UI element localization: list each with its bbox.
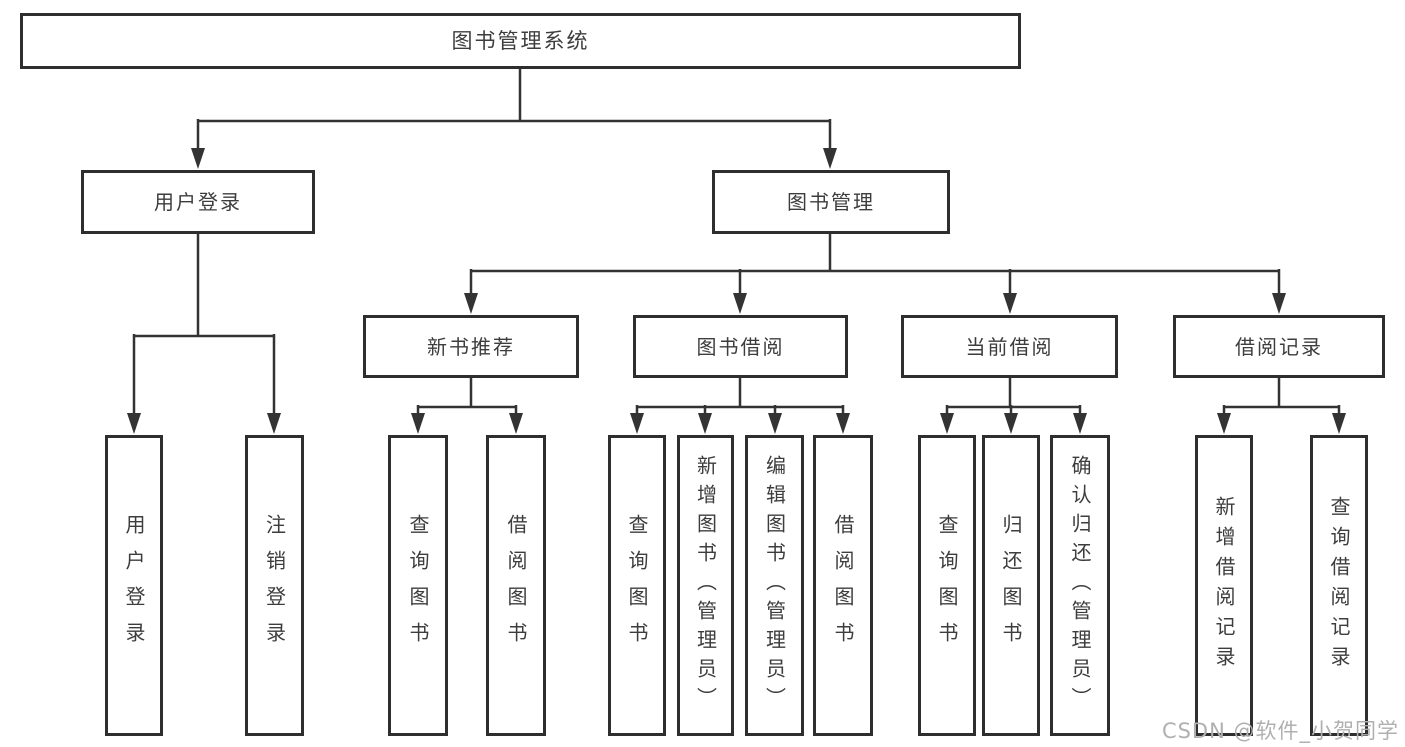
node-book-management-label: 图书管理	[787, 190, 875, 214]
leaf-bb-edit-books-admin: 编辑图书（管理员）	[745, 435, 804, 736]
leaf-cb-return-books: 归还图书	[982, 435, 1040, 736]
node-root: 图书管理系统	[20, 13, 1021, 69]
node-current-borrowing-label: 当前借阅	[965, 334, 1054, 359]
leaf-bb-borrow-books-label: 借阅图书	[831, 513, 855, 658]
leaf-br-query-borrow-record: 查询借阅记录	[1310, 435, 1368, 736]
leaf-br-add-borrow-record-label: 新增借阅记录	[1212, 495, 1236, 676]
leaf-cb-confirm-return-admin-label: 确认归还（管理员）	[1068, 455, 1092, 716]
leaf-bb-add-books-admin: 新增图书（管理员）	[677, 435, 734, 736]
leaf-bb-add-books-admin-label: 新增图书（管理员）	[693, 455, 718, 716]
node-book-borrowing: 图书借阅	[633, 315, 848, 378]
node-borrowing-records: 借阅记录	[1173, 315, 1385, 378]
node-new-book-recommendation: 新书推荐	[363, 315, 579, 378]
leaf-bb-query-books: 查询图书	[608, 435, 666, 736]
node-book-borrowing-label: 图书借阅	[696, 334, 785, 359]
leaf-user-login-label: 用户登录	[122, 513, 146, 658]
node-new-book-recommendation-label: 新书推荐	[427, 334, 515, 359]
leaf-bb-query-books-label: 查询图书	[625, 513, 649, 658]
leaf-cb-query-books: 查询图书	[918, 435, 976, 736]
leaf-bb-edit-books-admin-label: 编辑图书（管理员）	[762, 455, 787, 716]
leaf-cb-return-books-label: 归还图书	[999, 513, 1023, 658]
watermark: CSDN @软件_小贺同学	[1161, 719, 1399, 743]
leaf-user-login: 用户登录	[105, 435, 163, 736]
node-user-login-label: 用户登录	[154, 190, 242, 214]
node-user-login: 用户登录	[81, 170, 315, 234]
leaf-bb-borrow-books: 借阅图书	[813, 435, 873, 736]
leaf-br-query-borrow-record-label: 查询借阅记录	[1327, 495, 1351, 676]
leaf-nb-borrow-books-label: 借阅图书	[504, 513, 528, 658]
leaf-logout-label: 注销登录	[262, 513, 287, 658]
leaf-nb-borrow-books: 借阅图书	[486, 435, 546, 736]
leaf-nb-query-books-label: 查询图书	[406, 513, 430, 658]
leaf-logout: 注销登录	[245, 435, 304, 736]
leaf-cb-query-books-label: 查询图书	[935, 513, 959, 658]
node-current-borrowing: 当前借阅	[901, 315, 1118, 378]
node-root-label: 图书管理系统	[451, 28, 590, 53]
leaf-br-add-borrow-record: 新增借阅记录	[1195, 435, 1253, 736]
leaf-nb-query-books: 查询图书	[388, 435, 448, 736]
node-book-management: 图书管理	[712, 170, 950, 234]
node-borrowing-records-label: 借阅记录	[1235, 334, 1323, 359]
leaf-cb-confirm-return-admin: 确认归还（管理员）	[1050, 435, 1110, 736]
